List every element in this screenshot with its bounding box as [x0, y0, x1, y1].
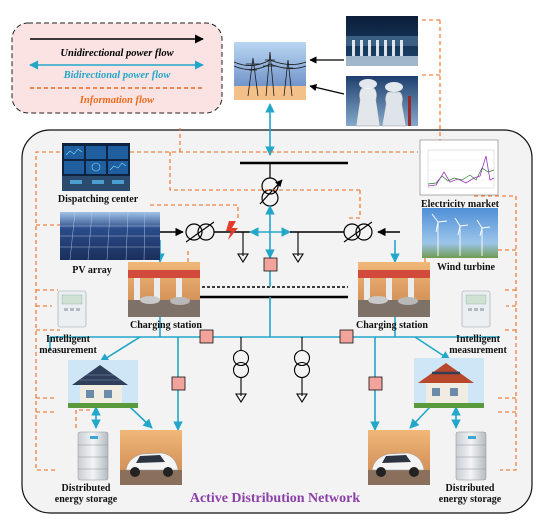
hydro-dam-image: [346, 16, 418, 66]
legend-bidirectional-label: Bidirectional power flow: [63, 70, 172, 81]
charging-station-right-label: Charging station: [356, 320, 428, 331]
pv-transformer-icon: [185, 221, 215, 243]
charging-station-left-image: [128, 262, 200, 317]
intelligent-measurement-left-line2: measurement: [39, 345, 97, 356]
lightning-fault-icon: [226, 221, 238, 240]
intelligent-measurement-left-line1: Intelligent: [46, 334, 91, 345]
electricity-market-chart-image: [419, 139, 499, 196]
lower-transformer-left-icon: [232, 337, 250, 404]
charging-station-left-label: Charging station: [130, 320, 202, 331]
energy-storage-left-image: [77, 431, 109, 481]
intelligent-measurement-right-line1: Intelligent: [456, 334, 501, 345]
pv-array-image: [60, 211, 160, 261]
legend-information-label: Information flow: [79, 95, 155, 106]
distributed-storage-left-line2: energy storage: [55, 494, 118, 505]
breaker-icon-left: [199, 329, 214, 344]
breaker-icon-right: [339, 329, 354, 344]
energy-storage-right-image: [455, 431, 487, 481]
wind-turbine-image: [422, 208, 498, 258]
network-title: Active Distribution Network: [190, 491, 361, 506]
pv-array-label: PV array: [72, 265, 112, 276]
lower-transformer-right-icon: [293, 337, 311, 404]
smart-meter-right-image: [461, 290, 491, 328]
wind-transformer-icon: [343, 221, 373, 243]
distributed-storage-right-line1: Distributed: [446, 483, 495, 494]
electric-vehicle-right-image: [368, 430, 430, 485]
electricity-market-label: Electricity market: [421, 199, 500, 210]
distributed-storage-right-line2: energy storage: [439, 494, 502, 505]
information-flow-network: [35, 19, 517, 471]
thermal-plant-image: [346, 76, 418, 127]
house-left-image: [68, 360, 138, 408]
load-arrow-icon: [237, 232, 304, 264]
dispatching-center-image: [62, 143, 130, 191]
legend-unidirectional-label: Unidirectional power flow: [60, 48, 174, 59]
house-right-image: [414, 358, 484, 408]
breaker-icon: [263, 257, 278, 272]
plant-to-grid-arrow: [309, 83, 345, 95]
dispatching-center-label: Dispatching center: [58, 194, 139, 205]
distributed-storage-left-line1: Distributed: [62, 483, 111, 494]
electric-vehicle-left-image: [120, 430, 182, 485]
smart-meter-left-image: [57, 290, 87, 328]
breaker-icon-feeder-left: [171, 376, 186, 391]
wind-turbine-label: Wind turbine: [437, 262, 495, 273]
transmission-tower-image: [233, 42, 307, 100]
breaker-icon-feeder-right: [368, 376, 383, 391]
intelligent-measurement-right-line2: measurement: [449, 345, 507, 356]
legend: Unidirectional power flow Bidirectional …: [11, 22, 223, 114]
charging-station-right-image: [358, 262, 430, 317]
